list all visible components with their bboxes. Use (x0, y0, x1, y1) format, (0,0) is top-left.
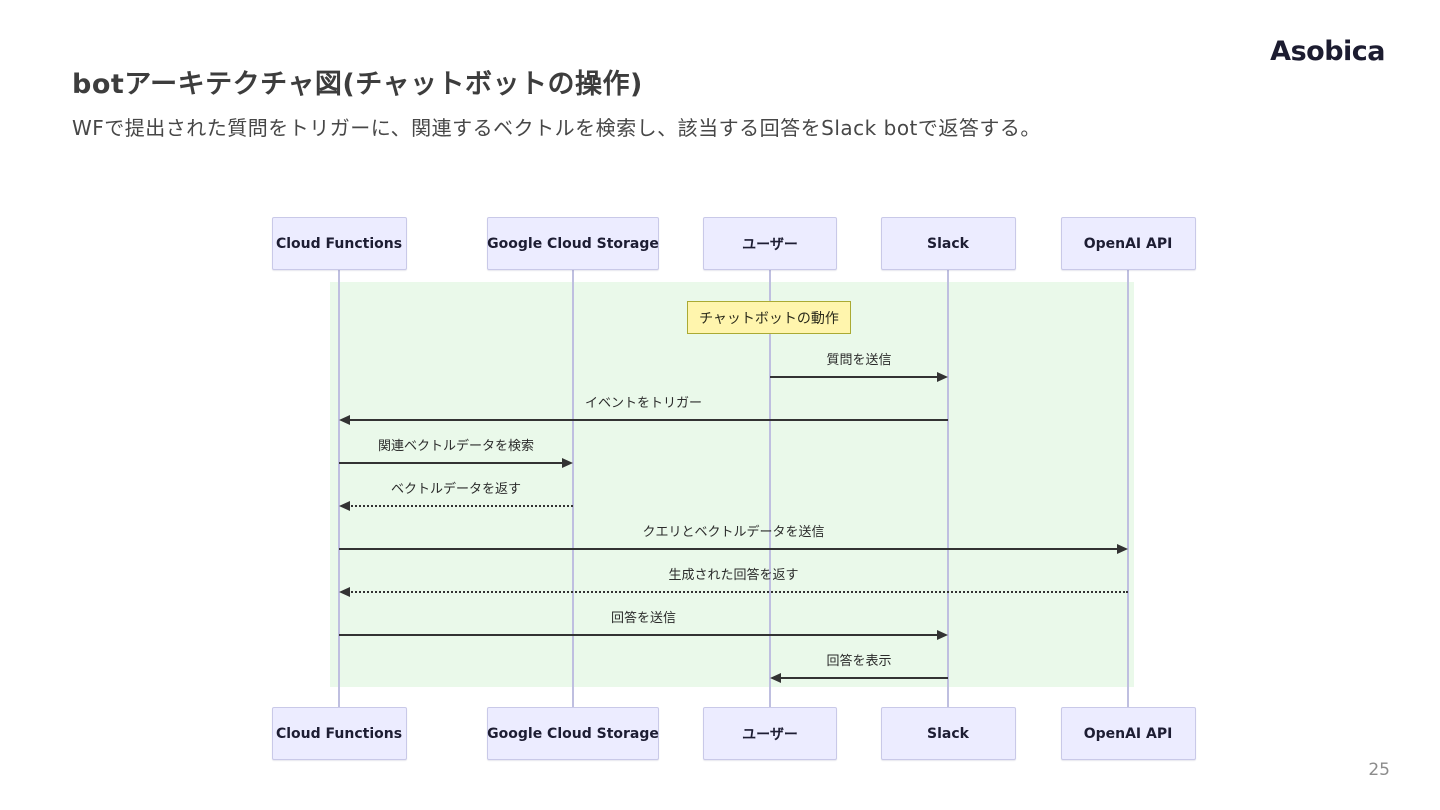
lifeline (572, 270, 574, 707)
actor-label: ユーザー (742, 726, 798, 743)
message-arrowhead (339, 501, 350, 511)
lifeline (1127, 270, 1129, 707)
asobica-logo: Asobica (1270, 36, 1385, 67)
lifeline (769, 270, 771, 707)
message-arrowhead (339, 587, 350, 597)
actor-label: Slack (927, 725, 969, 742)
message-label: 回答を送信 (610, 611, 677, 626)
actor-box-bottom: Google Cloud Storage (487, 707, 659, 760)
message-arrowhead (770, 673, 781, 683)
actor-box-bottom: ユーザー (703, 707, 837, 760)
lifeline (338, 270, 340, 707)
actor-label: Cloud Functions (275, 725, 403, 742)
message-line (770, 376, 939, 378)
message-line (348, 505, 573, 507)
actor-label: Google Cloud Storage (487, 235, 659, 252)
actor-box-top: Cloud Functions (271, 217, 407, 270)
message-arrowhead (937, 630, 948, 640)
message-arrowhead (1117, 544, 1128, 554)
message-label: イベントをトリガー (584, 396, 703, 411)
actor-box-top: ユーザー (703, 217, 837, 270)
message-line (348, 591, 1128, 593)
message-label: 生成された回答を返す (668, 568, 799, 583)
message-label: 回答を表示 (826, 654, 892, 669)
message-line (339, 462, 564, 464)
note-label: チャットボットの動作 (699, 310, 839, 327)
actor-label: OpenAI API (1083, 235, 1173, 252)
message-line (339, 634, 939, 636)
highlight-region (330, 282, 1134, 687)
message-line (348, 419, 948, 421)
message-label: ベクトルデータを返す (390, 482, 522, 497)
actor-label: Cloud Functions (275, 235, 403, 252)
actor-box-top: Slack (880, 217, 1016, 270)
message-arrowhead (937, 372, 948, 382)
message-label: 質問を送信 (826, 353, 892, 368)
page-number: 25 (1368, 760, 1390, 780)
lifeline (947, 270, 949, 707)
actor-label: Google Cloud Storage (487, 725, 659, 742)
actor-box-bottom: Slack (880, 707, 1016, 760)
page-subtitle: WFで提出された質問をトリガーに、関連するベクトルを検索し、該当する回答をSla… (72, 116, 1041, 140)
actor-box-bottom: Cloud Functions (271, 707, 407, 760)
actor-box-bottom: OpenAI API (1060, 707, 1196, 760)
message-arrowhead (562, 458, 573, 468)
message-arrowhead (339, 415, 350, 425)
message-label: 関連ベクトルデータを検索 (377, 439, 535, 454)
message-label: クエリとベクトルデータを送信 (642, 525, 825, 540)
message-line (339, 548, 1119, 550)
actor-label: Slack (927, 235, 969, 252)
message-line (779, 677, 948, 679)
page-title: botアーキテクチャ図(チャットボットの操作) (72, 69, 643, 100)
actor-box-top: OpenAI API (1060, 217, 1196, 270)
actor-box-top: Google Cloud Storage (487, 217, 659, 270)
note-box: チャットボットの動作 (687, 301, 851, 334)
actor-label: OpenAI API (1083, 725, 1173, 742)
actor-label: ユーザー (742, 236, 798, 253)
